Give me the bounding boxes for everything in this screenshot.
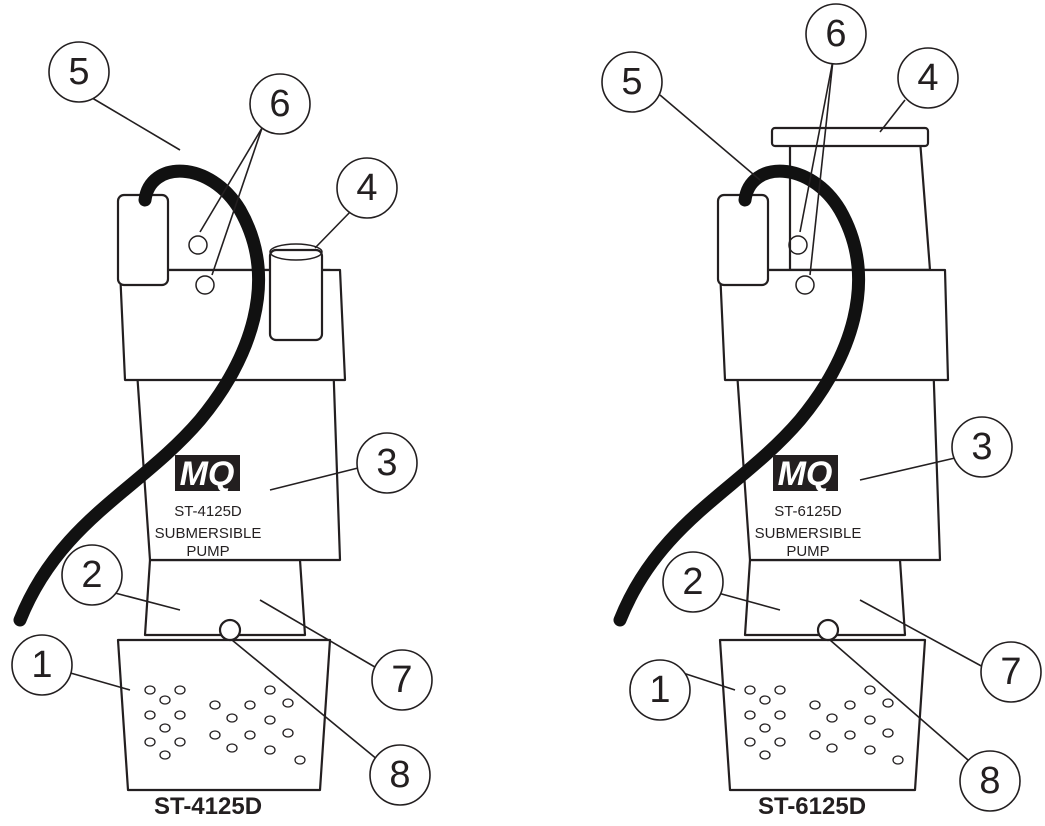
- callout-8: 8: [369, 744, 431, 806]
- body-model-text: ST-6125D: [774, 503, 842, 520]
- lifting-eye-1: [788, 235, 808, 255]
- svg-text:4: 4: [356, 167, 377, 209]
- svg-text:5: 5: [621, 61, 642, 103]
- svg-text:5: 5: [68, 51, 89, 93]
- svg-text:6: 6: [825, 13, 846, 55]
- mq-logo-text: MQ: [180, 455, 235, 493]
- callout-6: 6: [805, 3, 867, 65]
- callout-8: 8: [959, 750, 1021, 812]
- svg-text:6: 6: [269, 83, 290, 125]
- callout-2: 2: [662, 551, 724, 613]
- body-line2-text: PUMP: [186, 543, 229, 560]
- svg-text:1: 1: [649, 669, 670, 711]
- callout-7: 7: [371, 649, 433, 711]
- power-cable: [613, 164, 866, 627]
- lifting-eye-1: [188, 235, 208, 255]
- callout-5: 5: [48, 41, 110, 103]
- top-cover: [718, 268, 950, 382]
- caption-st-6125d: ST-6125D: [758, 793, 866, 820]
- body-line1-text: SUBMERSIBLE: [155, 525, 262, 542]
- callout-3: 3: [951, 416, 1013, 478]
- callout-7: 7: [980, 641, 1042, 703]
- svg-text:3: 3: [376, 442, 397, 484]
- strainer: [116, 638, 332, 792]
- callout-4: 4: [897, 47, 959, 109]
- callout-2: 2: [61, 544, 123, 606]
- power-cable: [13, 164, 266, 627]
- body-line2-text: PUMP: [786, 543, 829, 560]
- svg-text:7: 7: [391, 659, 412, 701]
- caption-st-4125d: ST-4125D: [154, 793, 262, 820]
- mq-logo: [773, 455, 838, 491]
- cable-gland: [716, 193, 770, 287]
- svg-text:1: 1: [31, 644, 52, 686]
- body-line1-text: SUBMERSIBLE: [755, 525, 862, 542]
- strainer: [718, 638, 927, 792]
- drain-plug: [218, 618, 242, 642]
- callout-5: 5: [601, 51, 663, 113]
- svg-text:2: 2: [81, 554, 102, 596]
- body-model-text: ST-4125D: [174, 503, 242, 520]
- callout-6: 6: [249, 73, 311, 135]
- svg-text:2: 2: [682, 561, 703, 603]
- strainer-holes: [744, 685, 904, 765]
- discharge-outlet: [268, 248, 324, 342]
- cable-gland: [116, 193, 170, 287]
- svg-text:3: 3: [971, 426, 992, 468]
- callout-1: 1: [11, 634, 73, 696]
- svg-text:4: 4: [917, 57, 938, 99]
- drain-plug: [816, 618, 840, 642]
- svg-text:7: 7: [1000, 651, 1021, 693]
- lifting-eye-2: [195, 275, 215, 295]
- mq-logo: [175, 455, 240, 491]
- callout-3: 3: [356, 432, 418, 494]
- mq-logo-text: MQ: [778, 455, 833, 493]
- svg-text:8: 8: [389, 754, 410, 796]
- pump-st-4125d: MQ ST-4125D SUBMERSIBLE PUMP ST-4125D 5 …: [11, 41, 433, 820]
- callout-4: 4: [336, 157, 398, 219]
- lifting-eye-2: [795, 275, 815, 295]
- callout-1: 1: [629, 659, 691, 721]
- pump-st-6125d: MQ ST-6125D SUBMERSIBLE PUMP ST-6125D 5 …: [601, 3, 1042, 820]
- svg-text:8: 8: [979, 760, 1000, 802]
- strainer-holes: [144, 685, 306, 765]
- discharge-flange: [770, 126, 930, 148]
